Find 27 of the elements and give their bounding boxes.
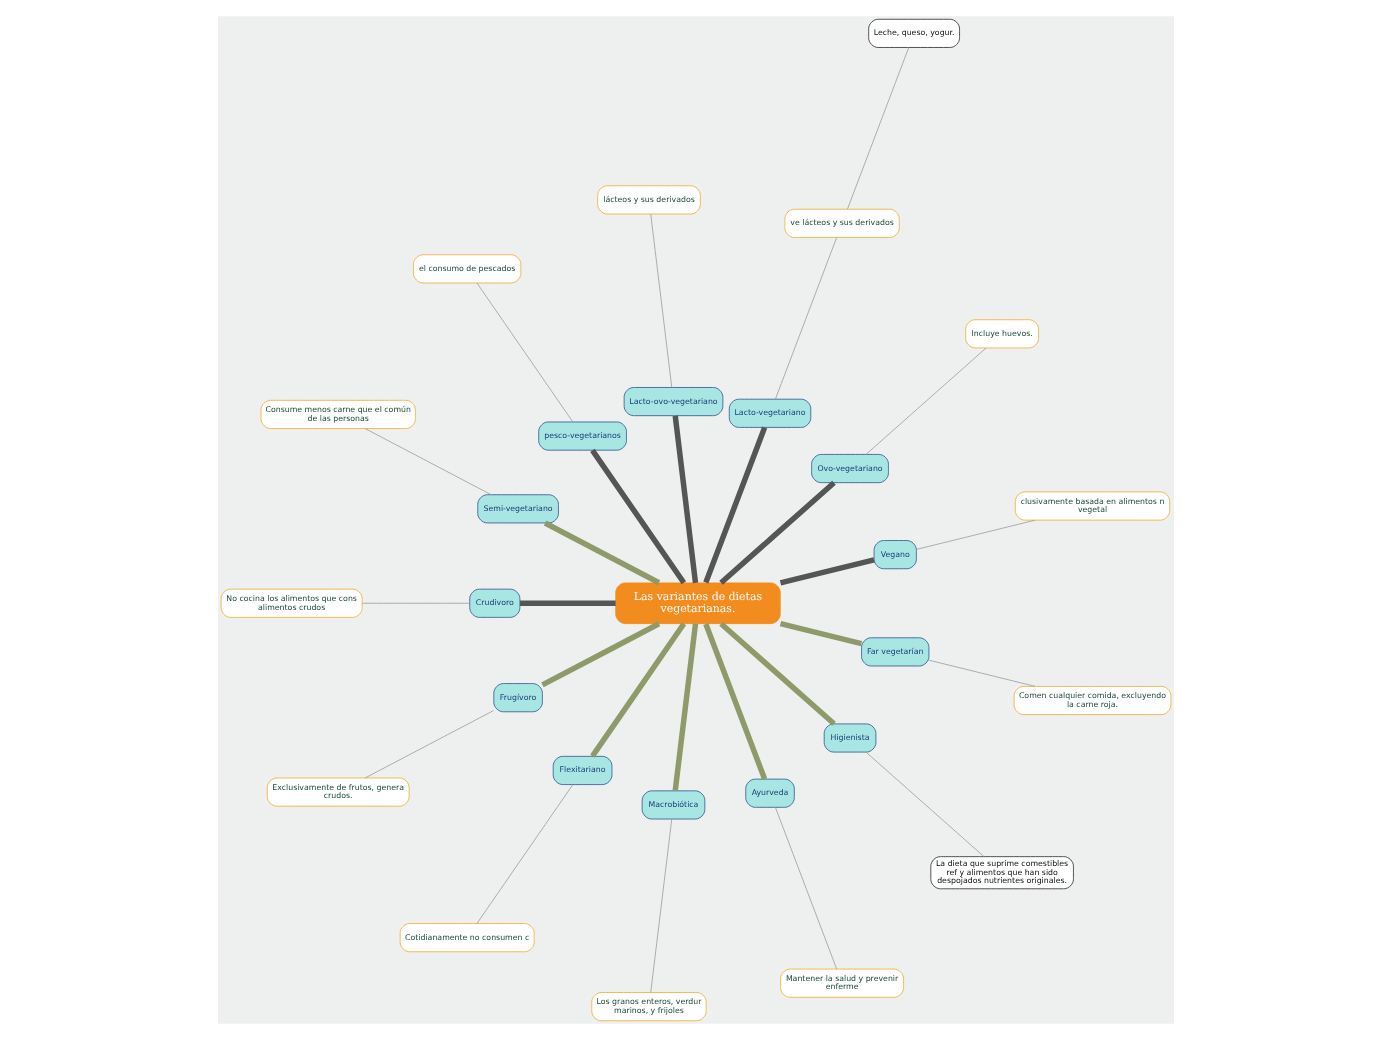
connector [865, 347, 987, 455]
connector [361, 602, 471, 604]
connector [719, 480, 836, 585]
connector [672, 415, 699, 584]
connector [541, 621, 661, 688]
connector [364, 710, 494, 779]
connector [650, 818, 673, 993]
connector [916, 519, 1036, 550]
connector [476, 282, 574, 423]
connector [775, 807, 838, 970]
connector [865, 751, 985, 857]
connector [672, 623, 699, 791]
connector [590, 622, 687, 758]
connector [847, 47, 910, 210]
connector [719, 621, 836, 726]
connector [650, 213, 673, 388]
connector [928, 659, 1036, 687]
connector [703, 426, 768, 584]
connector [476, 784, 574, 924]
connector [543, 520, 661, 586]
connector [520, 600, 616, 606]
connector [779, 557, 875, 586]
connector [779, 620, 863, 647]
connector [590, 448, 687, 585]
connector [703, 622, 768, 780]
connector [775, 237, 838, 400]
connector [364, 428, 492, 496]
